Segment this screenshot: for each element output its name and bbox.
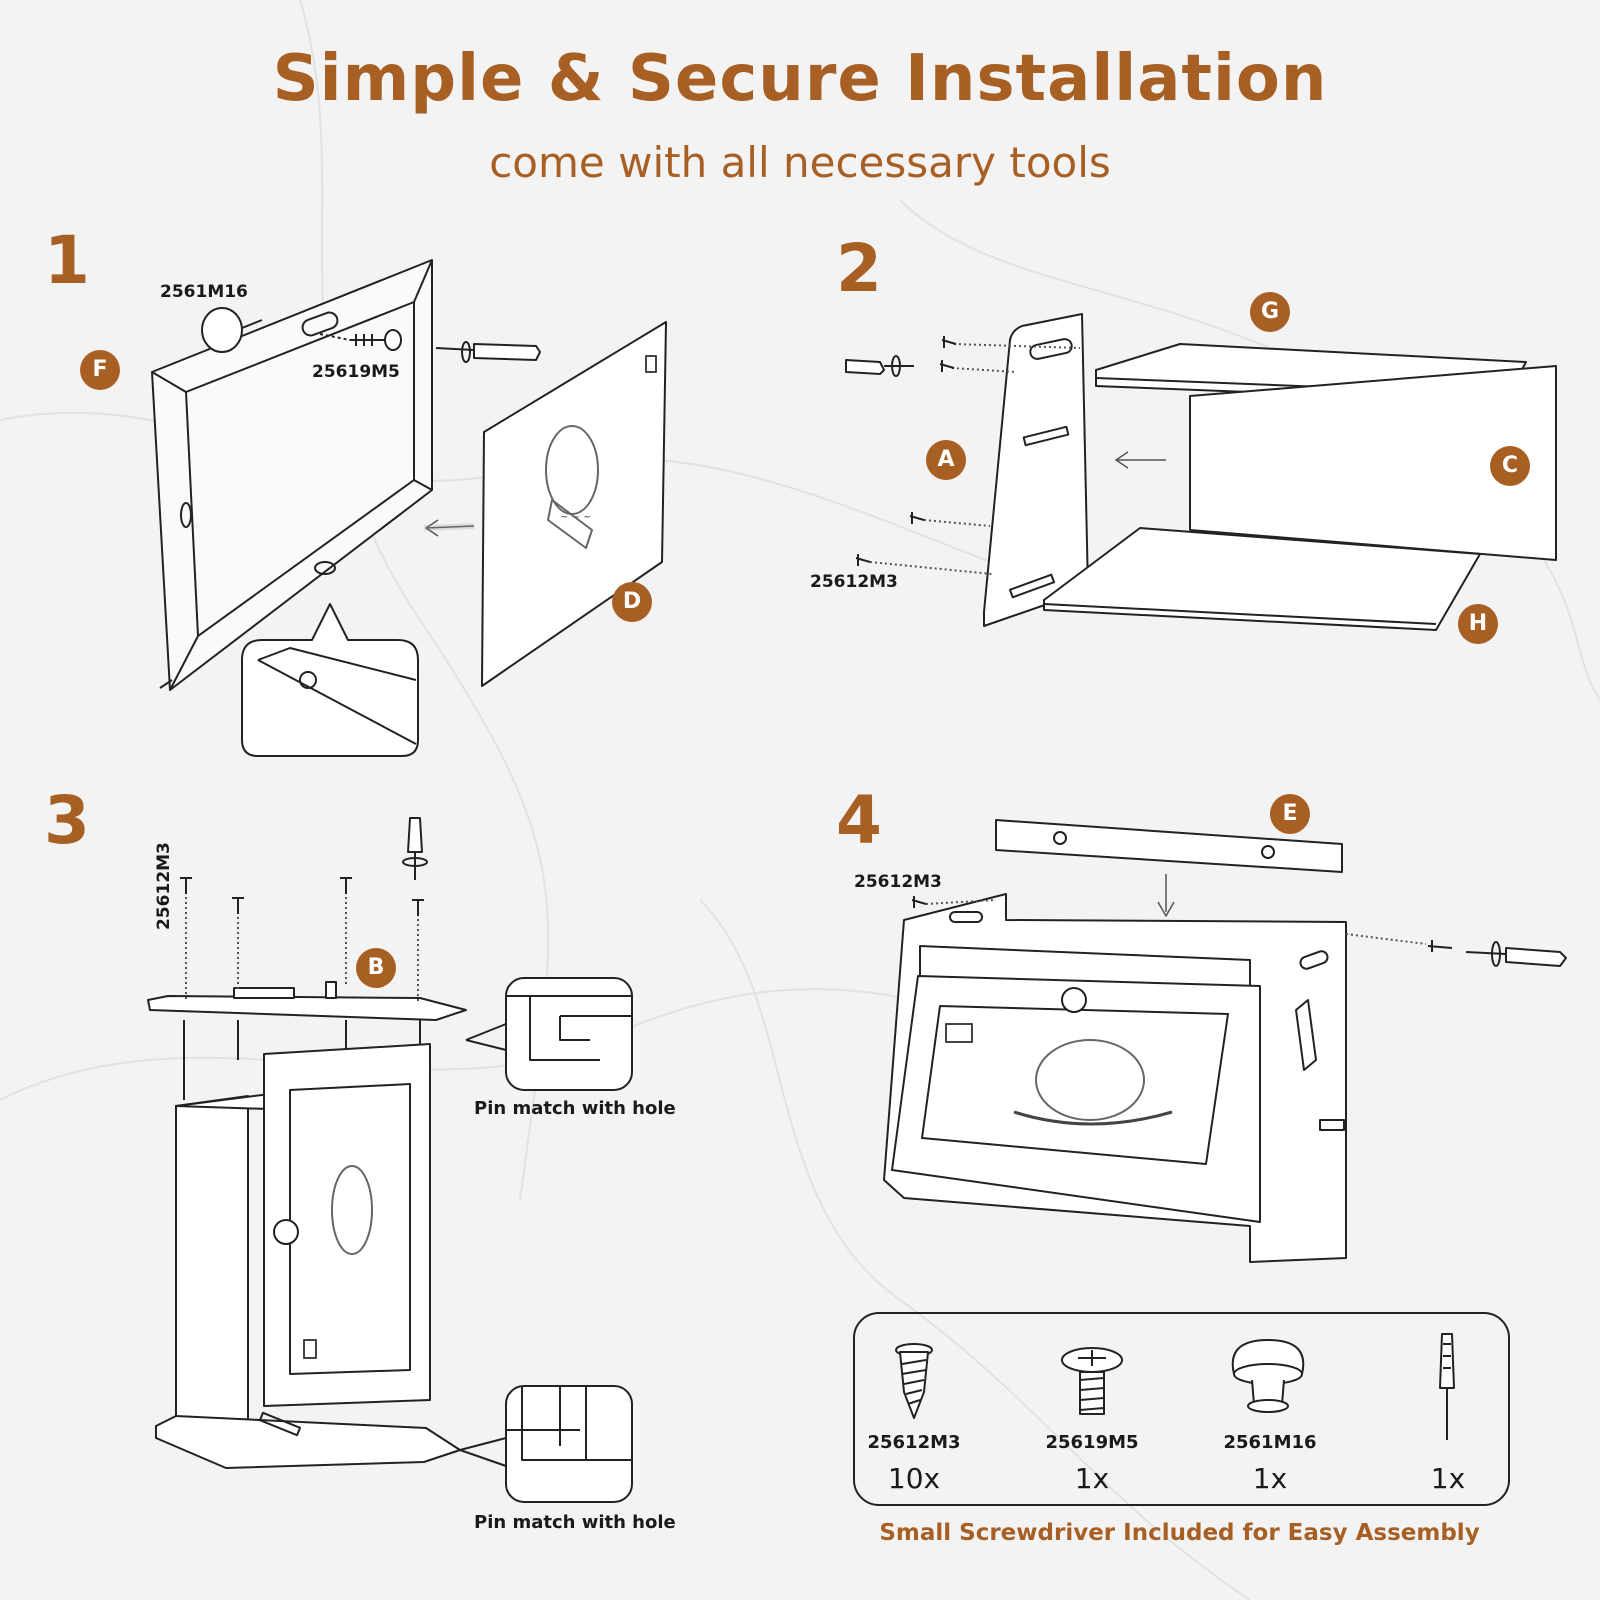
part-code-knob: 2561M16 bbox=[1223, 1432, 1317, 1453]
step3-cabinet bbox=[155, 1020, 461, 1469]
part-qty-knob: 1x bbox=[1252, 1462, 1288, 1495]
step3-screwdriver bbox=[402, 817, 428, 880]
step1-knob bbox=[201, 307, 263, 353]
step1-knob-code: 2561M16 bbox=[160, 282, 248, 302]
part-badge-d: D bbox=[612, 582, 652, 622]
screwdriver-note: Small Screwdriver Included for Easy Asse… bbox=[879, 1520, 1480, 1546]
step1-screwdriver bbox=[435, 341, 541, 363]
step2-back-panel-c bbox=[1189, 365, 1557, 561]
part-qty-wood-screw: 10x bbox=[887, 1462, 941, 1495]
step2-bottom-panel-h bbox=[1043, 527, 1481, 631]
part-code-wood-screw: 25612M3 bbox=[867, 1432, 961, 1453]
step4-wall-rail-e bbox=[995, 819, 1343, 873]
step2-screws bbox=[855, 336, 1081, 575]
included-parts-box bbox=[853, 1312, 1510, 1506]
step4-screw-left bbox=[911, 896, 997, 908]
part-badge-b: B bbox=[356, 948, 396, 988]
part-badge-g: G bbox=[1250, 292, 1290, 332]
step1-door-frame bbox=[151, 259, 433, 691]
step2-side-panel-a bbox=[983, 313, 1089, 627]
step2-screw-code: 25612M3 bbox=[810, 572, 898, 592]
step4-screw-right bbox=[1345, 933, 1567, 967]
step3-screws bbox=[180, 877, 424, 1004]
step3-caption-bottom: Pin match with hole bbox=[474, 1512, 676, 1533]
machine-screw-icon bbox=[1061, 1347, 1123, 1415]
step3-detail-callout-bottom bbox=[459, 1385, 633, 1503]
step1-panel-d: ~ ~ ~ bbox=[481, 321, 667, 687]
part-badge-a: A bbox=[926, 440, 966, 480]
step3-top-panel-b bbox=[147, 981, 467, 1021]
page-title: Simple & Secure Installation bbox=[272, 42, 1328, 116]
knob-icon bbox=[1231, 1339, 1305, 1413]
step2-screwdriver bbox=[845, 355, 914, 377]
step3-detail-callout-top bbox=[465, 977, 633, 1091]
part-badge-h: H bbox=[1458, 604, 1498, 644]
step-2-number: 2 bbox=[836, 230, 882, 307]
wood-screw-icon bbox=[895, 1343, 933, 1419]
part-badge-f: F bbox=[80, 350, 120, 390]
part-code-machine-screw: 25619M5 bbox=[1045, 1432, 1139, 1453]
step3-screw-code: 25612M3 bbox=[154, 842, 174, 930]
part-badge-e: E bbox=[1270, 794, 1310, 834]
part-qty-screwdriver: 1x bbox=[1430, 1462, 1466, 1495]
step-1-number: 1 bbox=[44, 222, 90, 299]
part-badge-c: C bbox=[1490, 446, 1530, 486]
screwdriver-icon bbox=[1439, 1333, 1455, 1440]
step1-screw bbox=[319, 329, 402, 351]
page-subtitle: come with all necessary tools bbox=[489, 138, 1111, 187]
step-3-number: 3 bbox=[44, 782, 90, 859]
step1-screw-code: 25619M5 bbox=[312, 362, 400, 382]
step-4-number: 4 bbox=[836, 782, 882, 859]
step1-detail-callout bbox=[241, 603, 419, 757]
step4-assembled-breadbox bbox=[883, 893, 1347, 1263]
step4-screw-code: 25612M3 bbox=[854, 872, 942, 892]
step3-caption-top: Pin match with hole bbox=[474, 1098, 676, 1119]
part-qty-machine-screw: 1x bbox=[1074, 1462, 1110, 1495]
